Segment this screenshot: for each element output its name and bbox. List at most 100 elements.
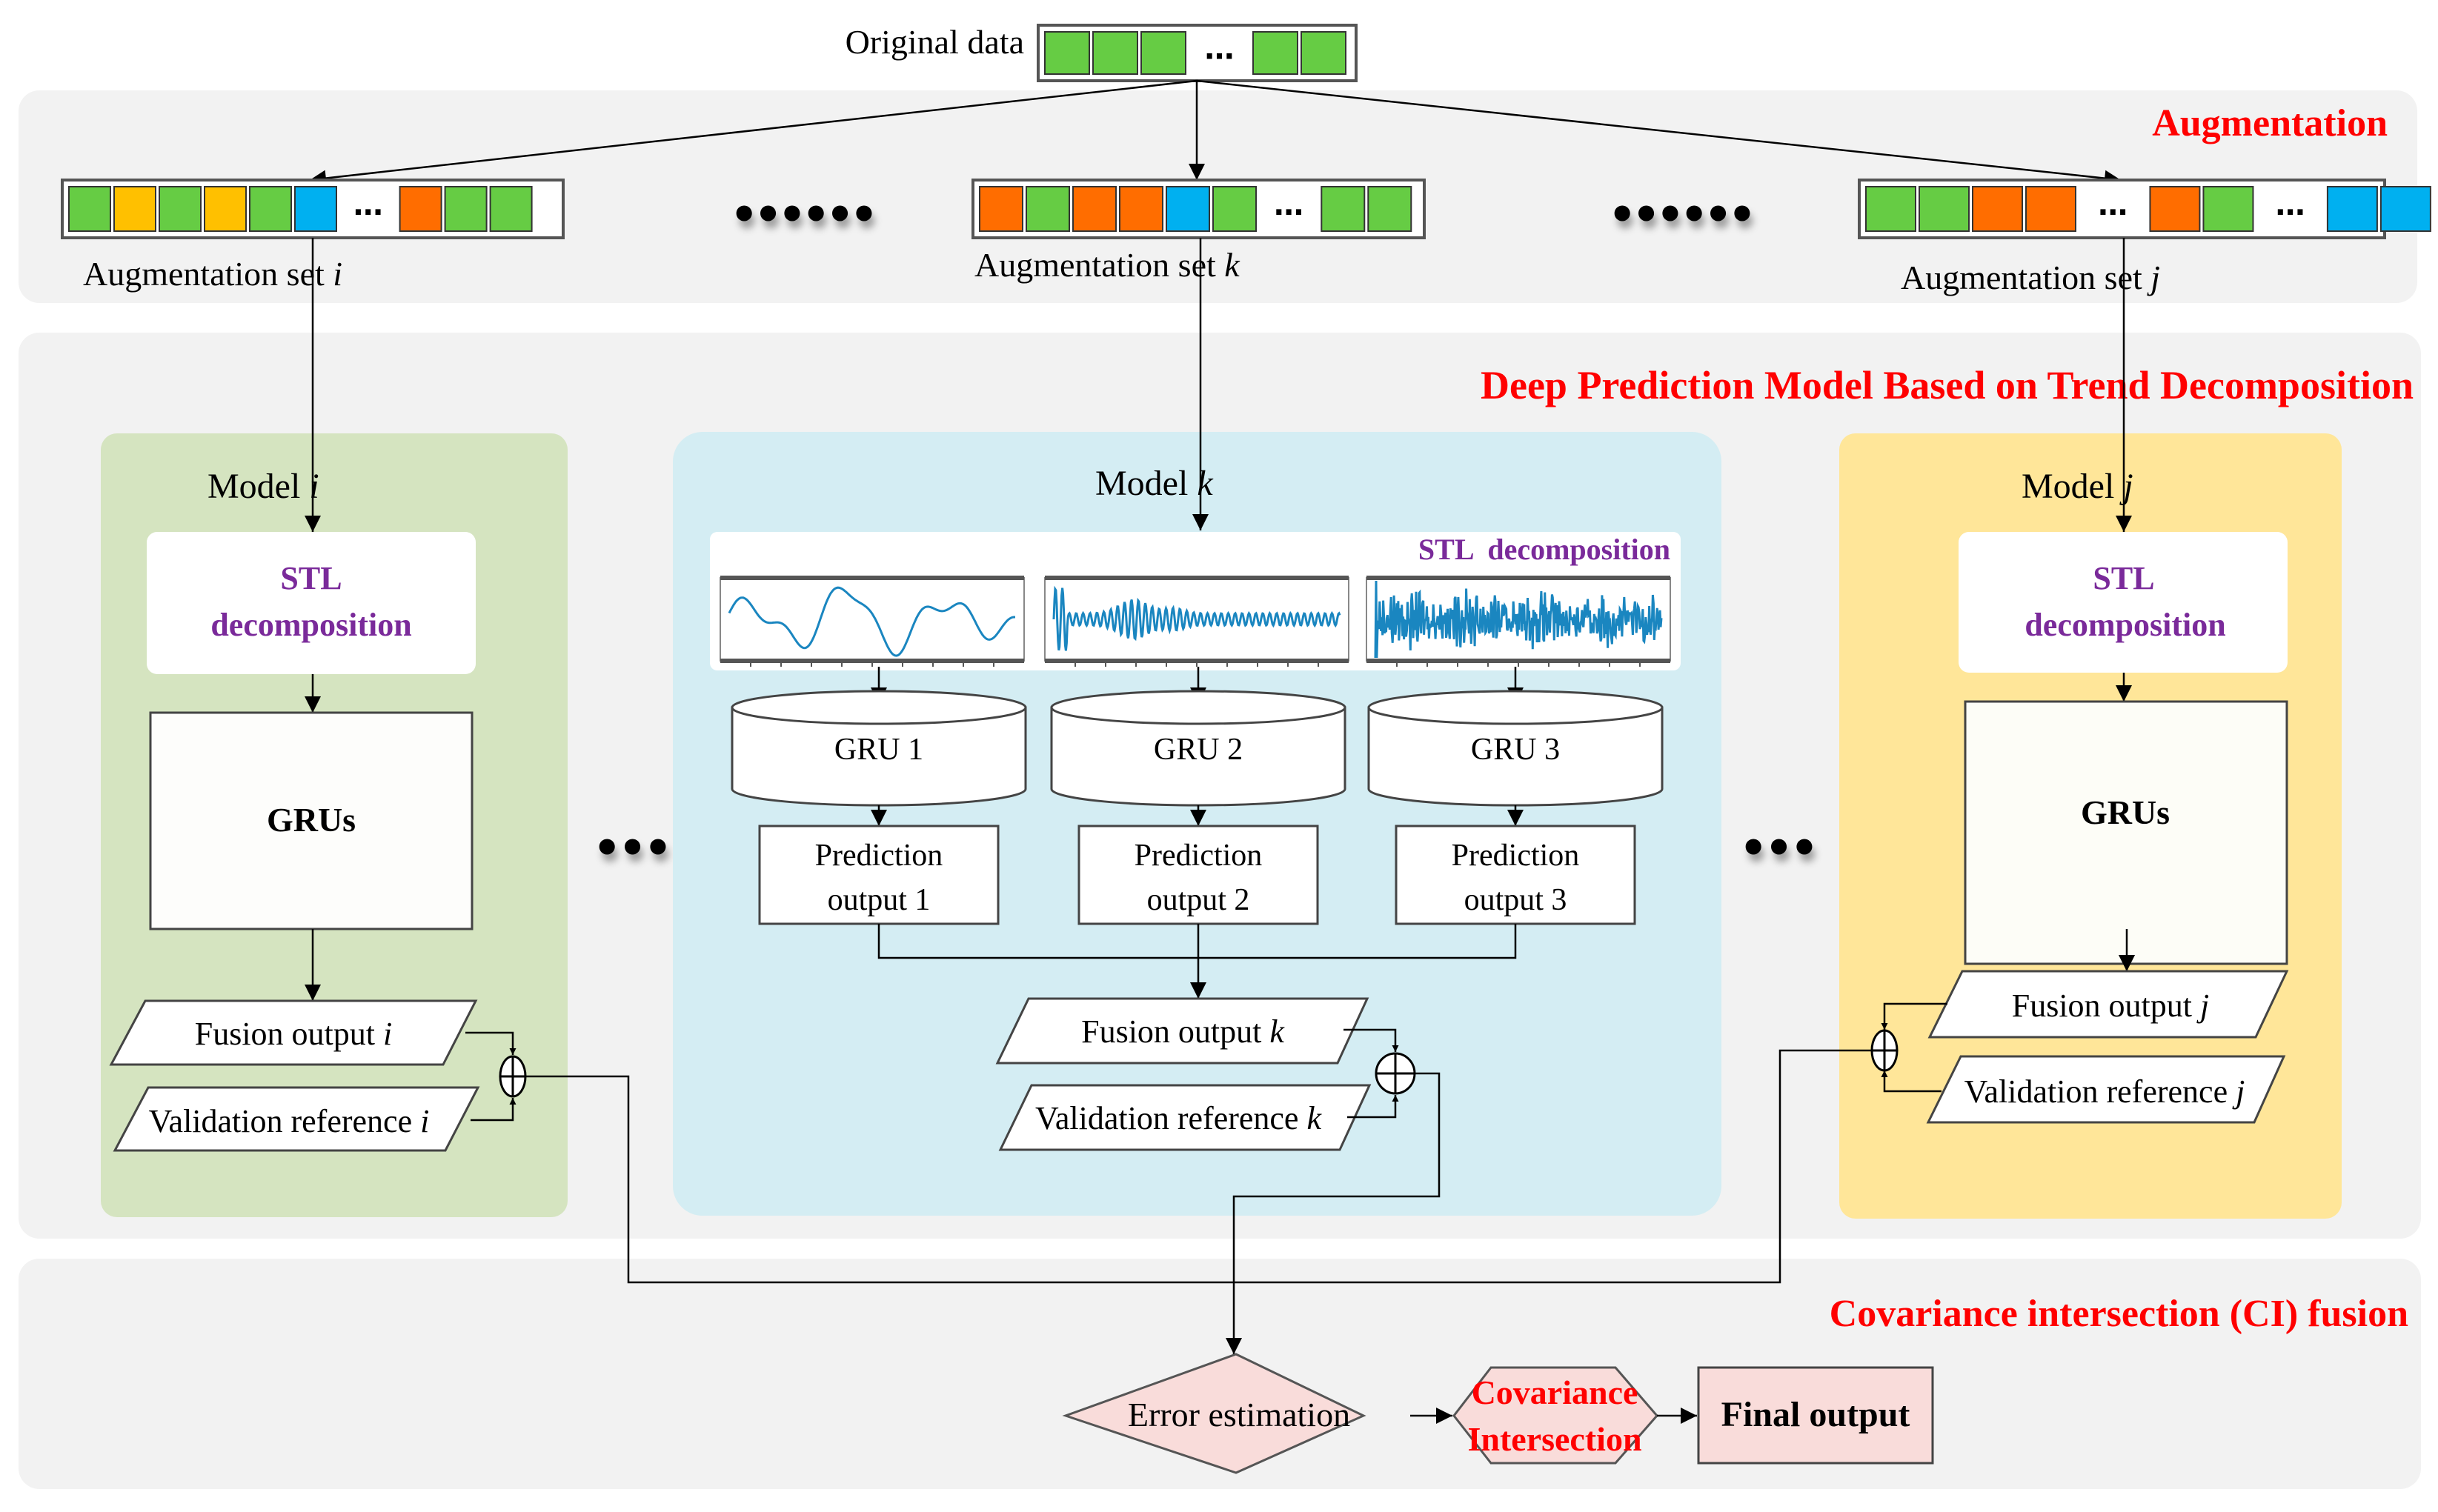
- model-i-label: Model i: [207, 467, 319, 506]
- model-j-stl-line2: decomposition: [2025, 607, 2225, 643]
- model-i-grus-label: GRUs: [267, 801, 356, 839]
- gru-2-cylinder: [1050, 690, 1346, 807]
- data-cell-yellow: [113, 186, 156, 232]
- prediction-output-2-line2: output 2: [1147, 883, 1250, 917]
- final-output-label: Final output: [1721, 1395, 1910, 1434]
- strip-ellipsis: …: [1274, 188, 1303, 222]
- data-cell-green: [2202, 186, 2254, 232]
- model-k-fusion-output: [995, 997, 1369, 1065]
- data-cell-green: [1212, 186, 1257, 232]
- strip-ellipsis: …: [2098, 188, 2128, 222]
- model-j-grus-label: GRUs: [2081, 793, 2170, 831]
- strip-ellipsis: …: [353, 188, 383, 222]
- augmentation-set-j-strip: ……: [1858, 179, 2431, 239]
- prediction-output-1-box: [758, 825, 1000, 925]
- arrow-original-to-set-i: [309, 79, 1198, 187]
- data-cell-green: [1044, 31, 1090, 75]
- prediction-output-3-line1: Prediction: [1452, 839, 1580, 873]
- model-i-sum-junction: [465, 1031, 527, 1122]
- original-data-label: Original data: [846, 23, 1024, 61]
- model-j-grus-box: [1964, 700, 2288, 965]
- model-j-stl-box: [1959, 532, 2288, 673]
- strip-ellipsis: …: [2276, 188, 2305, 222]
- data-cell-orange: [2025, 186, 2076, 232]
- data-cell-green: [249, 186, 292, 232]
- arrow-original-to-set-j: [1196, 79, 2122, 187]
- data-cell-blue: [294, 186, 337, 232]
- model-k-fusion-label: Fusion output k: [1081, 1013, 1285, 1050]
- augmentation-set-i-strip: …: [61, 179, 565, 239]
- model-j-fusion-output: [1927, 970, 2289, 1039]
- final-output-node: [1697, 1366, 1934, 1465]
- gru-3-cylinder: [1367, 690, 1664, 807]
- ci-title: Covariance intersection (CI) fusion: [1830, 1293, 2408, 1335]
- prediction-ellipsis-left: •••: [593, 822, 669, 874]
- gru-3-label: GRU 3: [1471, 733, 1560, 767]
- data-cell-orange: [399, 186, 442, 232]
- augmentation-set-k-label: Augmentation set k: [974, 246, 1240, 284]
- original-data-strip: …: [1037, 24, 1358, 82]
- prediction-output-1-line2: output 1: [828, 883, 931, 917]
- prediction-output-1-line1: Prediction: [815, 839, 943, 873]
- model-k-stl-label: STL decomposition: [1418, 533, 1670, 566]
- data-cell-green: [159, 186, 202, 232]
- augmentation-ellipsis-left: ••••••: [730, 189, 874, 241]
- model-k-label: Model k: [1095, 464, 1214, 503]
- model-i-validation-label: Validation reference i: [149, 1103, 430, 1139]
- data-cell-green: [1919, 186, 1970, 232]
- data-cell-green: [68, 186, 111, 232]
- data-cell-orange: [1119, 186, 1163, 232]
- model-i-validation-reference: [113, 1086, 480, 1152]
- stl-signal-resid: [1374, 580, 1663, 659]
- outputs-merge-line: [877, 924, 1517, 959]
- stl-plot-1: [720, 576, 1025, 667]
- gru-1-cylinder: [731, 690, 1027, 807]
- data-cell-blue: [2326, 186, 2378, 232]
- model-i-stl-line1: STL: [280, 560, 342, 596]
- model-i-stl-box: [147, 532, 476, 674]
- gru-1-label: GRU 1: [834, 733, 923, 767]
- error-estimation-label: Error estimation: [1128, 1396, 1350, 1433]
- prediction-output-3-box: [1395, 825, 1636, 925]
- data-cell-green: [1092, 31, 1138, 75]
- augmentation-set-i-label: Augmentation set i: [83, 255, 342, 293]
- augmentation-set-j-label: Augmentation set j: [1901, 259, 2160, 296]
- model-k-validation-reference: [998, 1084, 1372, 1151]
- data-cell-orange: [1072, 186, 1117, 232]
- data-cell-green: [489, 186, 533, 232]
- model-j-fusion-label: Fusion output j: [2012, 988, 2210, 1024]
- model-j-label: Model j: [2022, 467, 2133, 506]
- data-cell-orange: [2149, 186, 2201, 232]
- data-cell-green: [1321, 186, 1366, 232]
- stl-plot-3: [1366, 576, 1671, 667]
- error-estimation-node: [1062, 1353, 1366, 1474]
- data-cell-green: [1367, 186, 1412, 232]
- model-j-validation-reference: [1926, 1055, 2286, 1124]
- data-cell-green: [1252, 31, 1298, 75]
- model-j-stl-line1: STL: [2093, 560, 2154, 596]
- connector-k-to-error-estimation: [1226, 1072, 1441, 1354]
- prediction-output-3-line2: output 3: [1464, 883, 1567, 917]
- data-cell-yellow: [204, 186, 247, 232]
- stl-plot-2: [1044, 576, 1349, 667]
- data-cell-orange: [1972, 186, 2023, 232]
- prediction-output-2-line1: Prediction: [1135, 839, 1263, 873]
- prediction-ellipsis-right: •••: [1739, 822, 1816, 874]
- prediction-output-2-box: [1077, 825, 1319, 925]
- data-cell-green: [444, 186, 488, 232]
- model-i-fusion-output: [109, 999, 478, 1066]
- data-cell-blue: [2379, 186, 2431, 232]
- model-i-grus-box: [149, 711, 474, 930]
- data-cell-green: [1026, 186, 1070, 232]
- stl-signal-trend: [728, 586, 1015, 657]
- model-j-validation-label: Validation reference j: [1964, 1073, 2245, 1110]
- covariance-intersection-line2: Intersection: [1467, 1420, 1641, 1458]
- model-k-validation-label: Validation reference k: [1035, 1100, 1322, 1136]
- augmentation-ellipsis-right: ••••••: [1608, 189, 1752, 241]
- data-cell-green: [1140, 31, 1186, 75]
- model-i-fusion-label: Fusion output i: [195, 1016, 393, 1052]
- prediction-title: Deep Prediction Model Based on Trend Dec…: [1481, 363, 2414, 407]
- augmentation-title: Augmentation: [2152, 102, 2388, 144]
- model-i-stl-line2: decomposition: [210, 607, 411, 643]
